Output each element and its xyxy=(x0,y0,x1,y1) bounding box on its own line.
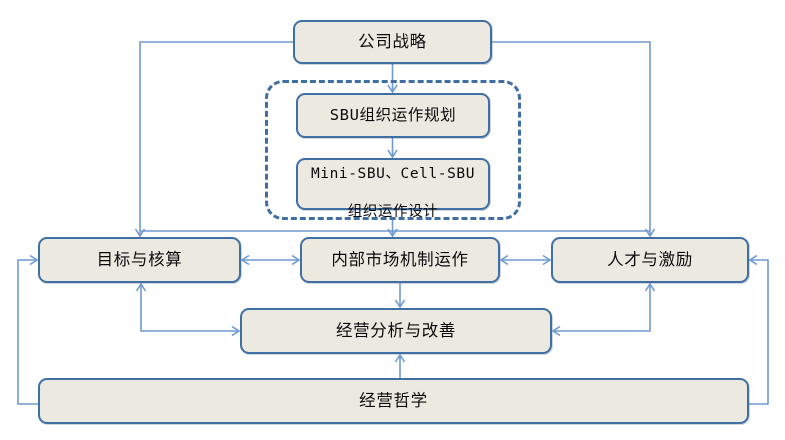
node-talent-and-incentive-label: 人才与激励 xyxy=(607,250,693,270)
connector-philosophy-right-to-talent xyxy=(748,254,769,405)
node-internal-market-mechanism[interactable]: 内部市场机制运作 xyxy=(300,237,500,283)
connector-internal-talent-bidirectional xyxy=(499,254,552,266)
node-operations-analysis-improvement[interactable]: 经营分析与改善 xyxy=(240,308,552,354)
node-mini-cell-sbu-design-line2: 组织运作设计 xyxy=(347,203,439,220)
connector-internal-market-to-ops-analysis xyxy=(394,283,406,309)
connector-target-to-ops-analysis xyxy=(135,282,241,337)
connector-talent-to-ops-analysis xyxy=(551,282,656,337)
node-sbu-organization-plan-label: SBU组织运作规划 xyxy=(329,105,457,124)
node-corporate-strategy[interactable]: 公司战略 xyxy=(293,20,492,64)
node-operating-philosophy-label: 经营哲学 xyxy=(359,391,428,411)
node-internal-market-mechanism-label: 内部市场机制运作 xyxy=(331,250,469,270)
connector-philosophy-left-to-target xyxy=(17,254,39,405)
node-talent-and-incentive[interactable]: 人才与激励 xyxy=(551,237,749,283)
node-operating-philosophy[interactable]: 经营哲学 xyxy=(38,378,749,424)
node-corporate-strategy-label: 公司战略 xyxy=(358,32,427,52)
node-mini-cell-sbu-design-label: Mini-SBU、Cell-SBU 组织运作设计 xyxy=(311,147,475,221)
node-target-and-accounting-label: 目标与核算 xyxy=(96,250,183,270)
node-mini-cell-sbu-design-line1: Mini-SBU、Cell-SBU xyxy=(310,166,476,183)
connector-philosophy-to-ops-analysis xyxy=(394,353,406,378)
connector-group-down-to-internal-market xyxy=(387,220,398,238)
node-mini-cell-sbu-design[interactable]: Mini-SBU、Cell-SBU 组织运作设计 xyxy=(296,158,490,220)
node-operations-analysis-improvement-label: 经营分析与改善 xyxy=(335,321,457,341)
connector-target-internal-bidirectional xyxy=(240,254,301,266)
node-sbu-organization-plan[interactable]: SBU组织运作规划 xyxy=(296,93,490,138)
node-target-and-accounting[interactable]: 目标与核算 xyxy=(38,237,241,283)
